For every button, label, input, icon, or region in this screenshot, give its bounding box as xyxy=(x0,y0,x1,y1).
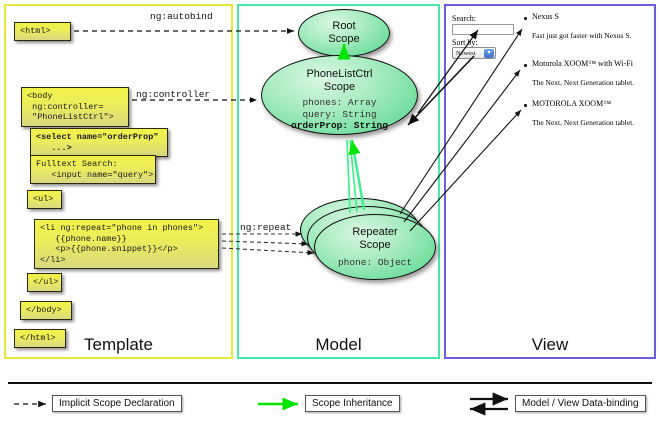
code-box-body-open: <body ng:controller= "PhoneListCtrl"> xyxy=(21,87,129,127)
list-bullet xyxy=(524,17,527,20)
phone-name: Motorola XOOM™ with Wi-Fi xyxy=(532,59,633,68)
code-box-html-close: </html> xyxy=(14,329,66,348)
code-box-fulltext-search: Fulltext Search: <input name="query"> xyxy=(30,155,156,184)
view-search-label: Search: xyxy=(452,14,476,23)
scope-prop-query: query: String xyxy=(302,108,377,120)
code-box-select-tag: <select name="orderProp" ...> xyxy=(30,128,168,157)
phone-snippet: Fast just got faster with Nexus S. xyxy=(532,31,632,40)
scope-phonelistctrl-props: phones: Array query: String orderProp: S… xyxy=(262,97,417,132)
scope-root-title: Root Scope xyxy=(328,20,360,45)
scope-root: Root Scope xyxy=(298,9,390,57)
scope-prop-phones: phones: Array xyxy=(302,97,377,108)
arrow-label-ng-controller: ng:controller xyxy=(136,89,211,100)
scope-repeater-title: Repeater Scope xyxy=(352,226,398,251)
code-box-li-repeat: <li ng:repeat="phone in phones"> {{phone… xyxy=(34,219,219,269)
code-box-ul-close: </ul> xyxy=(27,273,62,292)
phone-name: Nexus S xyxy=(532,12,559,21)
view-sort-label: Sort by: xyxy=(452,38,478,47)
legend-scope-inheritance: Scope Inheritance xyxy=(305,395,400,412)
arrow-label-ng-repeat: ng:repeat xyxy=(240,222,292,233)
scope-repeater: Repeater Scope phone: Object xyxy=(314,214,436,280)
scope-prop-phone: phone: Object xyxy=(337,257,413,268)
sort-select[interactable]: Newest ▾ xyxy=(452,47,496,59)
scope-prop-orderprop: orderProp: String xyxy=(291,120,388,131)
list-bullet xyxy=(524,104,527,107)
column-label-template: Template xyxy=(84,335,153,354)
code-box-body-close: </body> xyxy=(20,301,72,320)
legend-implicit-scope-declaration: Implicit Scope Declaration xyxy=(52,395,182,412)
legend-divider xyxy=(8,382,652,384)
scope-phonelistctrl-title: PhoneListCtrl Scope xyxy=(306,68,373,93)
phone-name: MOTOROLA XOOM™ xyxy=(532,99,612,108)
code-box-ul-open: <ul> xyxy=(27,190,62,209)
scope-repeater-props: phone: Object xyxy=(315,257,435,269)
arrow-label-ng-autobind: ng:autobind xyxy=(150,11,213,22)
column-label-model: Model xyxy=(315,335,362,354)
phone-snippet: The Next, Next Generation tablet. xyxy=(532,78,635,87)
column-label-view: View xyxy=(531,335,569,354)
sort-select-value: Newest xyxy=(456,50,476,57)
scope-phonelistctrl: PhoneListCtrl Scope phones: Array query:… xyxy=(261,55,418,135)
legend-model-view-data-binding: Model / View Data-binding xyxy=(515,395,646,412)
phone-snippet: The Next, Next Generation tablet. xyxy=(532,118,635,127)
list-bullet xyxy=(524,64,527,67)
code-box-html-open: <html> xyxy=(14,22,71,41)
chevron-down-icon: ▾ xyxy=(484,49,494,58)
search-input[interactable] xyxy=(452,24,514,35)
